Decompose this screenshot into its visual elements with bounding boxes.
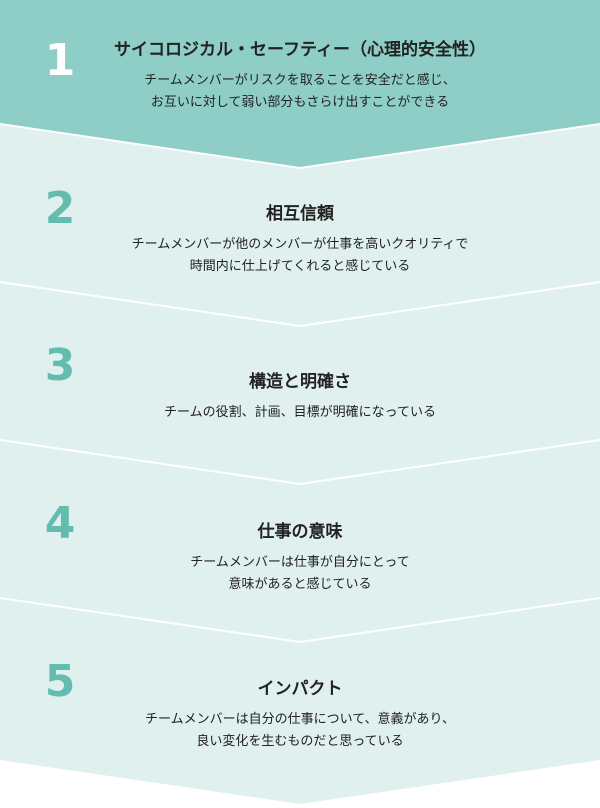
step-1-description-line-1: チームメンバーがリスクを取ることを安全だと感じ、 [144, 73, 456, 88]
step-4-number: 4 [44, 498, 76, 549]
step-4-title: 仕事の意味 [257, 522, 343, 542]
step-2-title: 相互信頼 [266, 204, 334, 224]
step-3-description-line-1: チームの役割、計画、目標が明確になっている [164, 405, 436, 420]
step-2-description-line-2: 時間内に仕上げてくれると感じている [189, 259, 411, 274]
step-5-text: インパクト チームメンバーは自分の仕事について、意義があり、 良い変化を生むもの… [0, 677, 600, 753]
step-2-number: 2 [44, 183, 76, 234]
step-4-description-line-2: 意味があると感じている [228, 577, 372, 592]
step-1-title: サイコロジカル・セーフティー（心理的安全性） [114, 40, 486, 60]
step-3-number: 3 [44, 340, 76, 391]
step-1-description: チームメンバーがリスクを取ることを安全だと感じ、 お互いに対して弱い部分もさらけ… [0, 70, 600, 114]
step-4-description-line-1: チームメンバーは仕事が自分にとって [190, 555, 410, 570]
step-1-text: サイコロジカル・セーフティー（心理的安全性） チームメンバーがリスクを取ることを… [0, 38, 600, 114]
step-5-title: インパクト [257, 679, 343, 699]
step-5-description-line-1: チームメンバーは自分の仕事について、意義があり、 [144, 712, 456, 727]
separator-4 [0, 597, 600, 644]
step-3-band [0, 282, 600, 484]
step-3-title: 構造と明確さ [249, 372, 351, 392]
step-5-description: チームメンバーは自分の仕事について、意義があり、 良い変化を生むものだと思ってい… [0, 709, 600, 753]
step-2-text: 相互信頼 チームメンバーが他のメンバーが仕事を高いクオリティで 時間内に仕上げて… [0, 202, 600, 278]
step-3-text: 構造と明確さ チームの役割、計画、目標が明確になっている [0, 370, 600, 424]
step-1-band [0, 0, 600, 168]
step-2-description: チームメンバーが他のメンバーが仕事を高いクオリティで 時間内に仕上げてくれると感… [0, 234, 600, 278]
step-3-description: チームの役割、計画、目標が明確になっている [0, 402, 600, 424]
step-5-description-line-2: 良い変化を生むものだと思っている [196, 734, 404, 749]
step-4-band [0, 440, 600, 642]
step-5-band [0, 598, 600, 804]
separator-3 [0, 439, 600, 486]
step-1-number: 1 [44, 35, 76, 86]
step-2-description-line-1: チームメンバーが他のメンバーが仕事を高いクオリティで [131, 237, 469, 252]
step-2-band [0, 124, 600, 326]
separator-1 [0, 123, 600, 170]
step-4-text: 仕事の意味 チームメンバーは仕事が自分にとって 意味があると感じている [0, 520, 600, 596]
step-5-number: 5 [44, 656, 76, 707]
separator-2 [0, 281, 600, 328]
step-4-description: チームメンバーは仕事が自分にとって 意味があると感じている [0, 552, 600, 596]
step-1-description-line-2: お互いに対して弱い部分もさらけ出すことができる [150, 95, 450, 110]
